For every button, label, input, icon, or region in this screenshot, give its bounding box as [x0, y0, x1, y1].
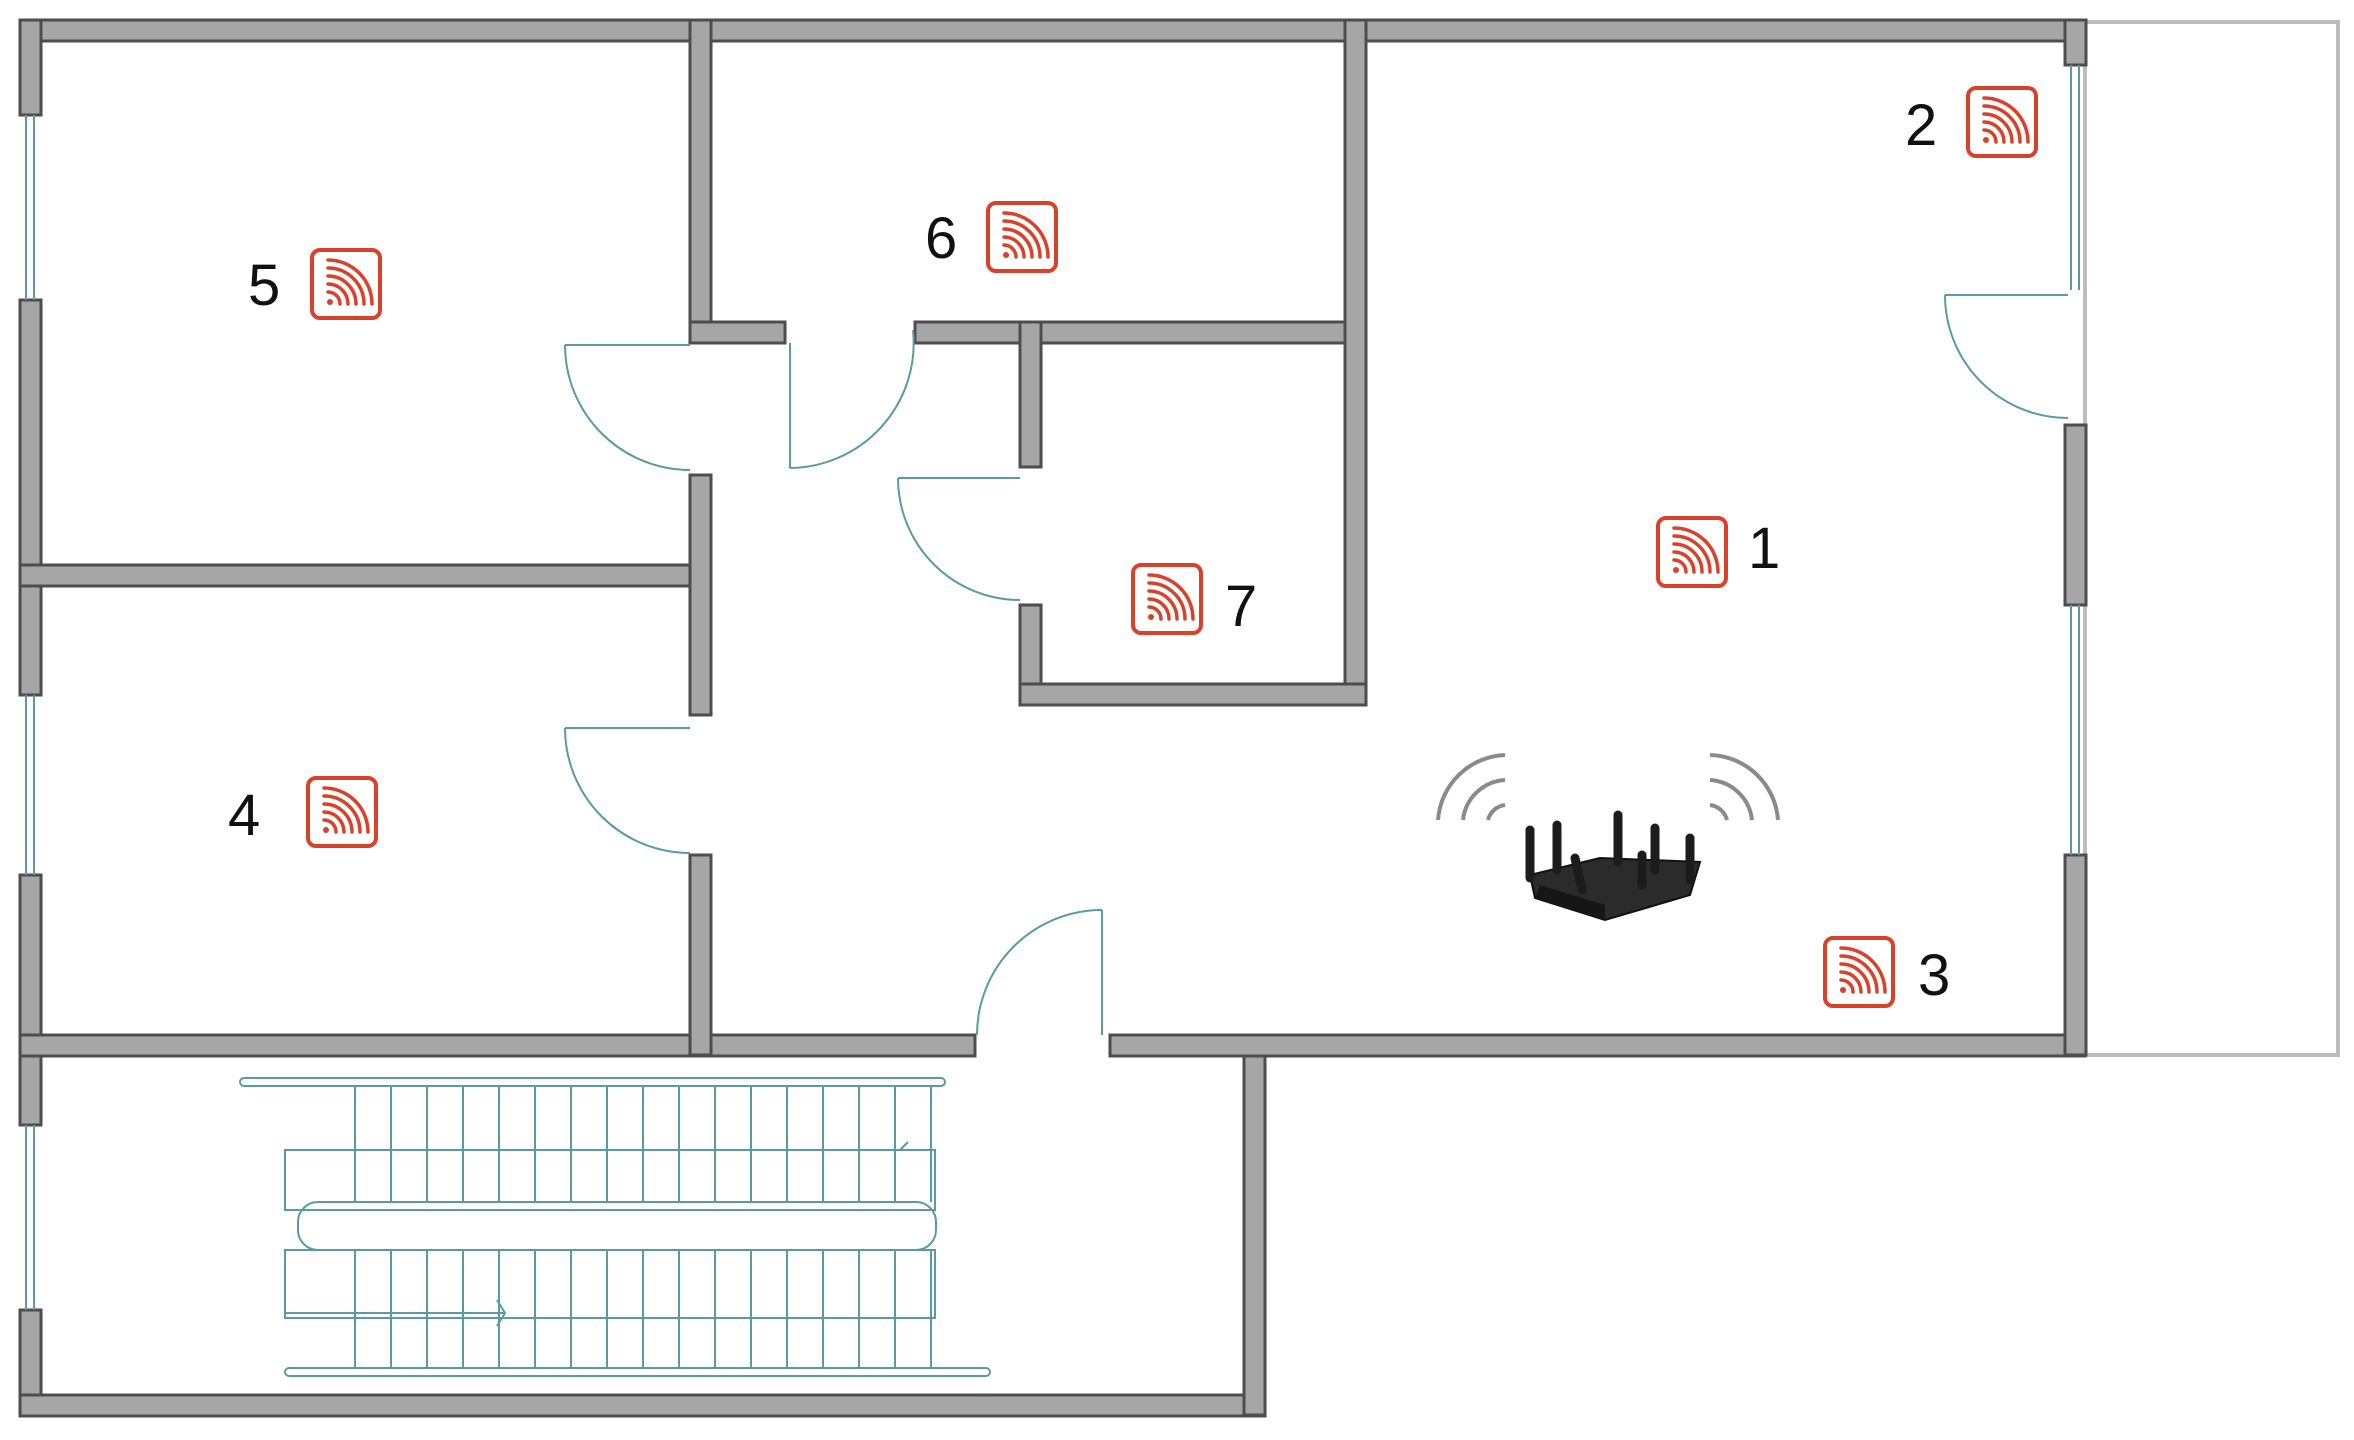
access-point-label: 2 [1905, 93, 1937, 158]
access-point-label: 4 [228, 783, 260, 848]
access-points: 1 2 3 4 5 6 7 [228, 86, 2038, 1008]
access-point-2: 2 [1905, 86, 2038, 158]
wifi-signal-icon [986, 201, 1058, 273]
access-point-3: 3 [1823, 936, 1950, 1008]
doors [564, 294, 2069, 1036]
wifi-signal-icon [310, 248, 382, 320]
signal-waves-icon [1436, 753, 1780, 821]
walls [18, 18, 2340, 1418]
wifi-signal-icon [1656, 516, 1728, 588]
access-point-6: 6 [925, 201, 1058, 273]
access-point-label: 1 [1748, 516, 1780, 581]
access-point-label: 7 [1225, 574, 1257, 639]
access-point-4: 4 [228, 776, 378, 848]
access-point-7: 7 [1131, 563, 1257, 639]
wifi-router-icon [1436, 753, 1780, 922]
access-point-5: 5 [248, 248, 382, 320]
wifi-signal-icon [1131, 563, 1203, 635]
access-point-1: 1 [1656, 516, 1780, 588]
access-point-label: 6 [925, 206, 957, 271]
access-point-label: 5 [248, 253, 280, 318]
wifi-signal-icon [306, 776, 378, 848]
windows [25, 65, 2080, 1310]
wifi-signal-icon [1966, 86, 2038, 158]
wifi-signal-icon [1823, 936, 1895, 1008]
access-point-label: 3 [1918, 943, 1950, 1008]
staircase [239, 1077, 991, 1377]
